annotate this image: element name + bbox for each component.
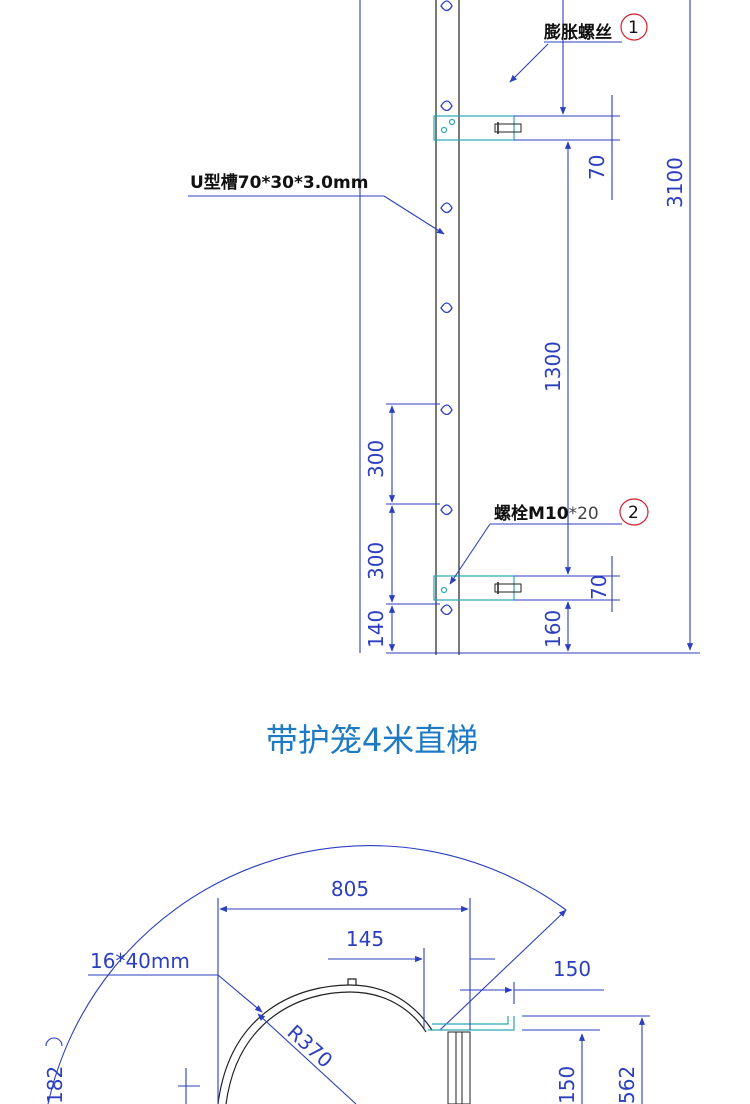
rail-hole	[440, 504, 453, 516]
dim-805: 805	[331, 877, 369, 901]
cage-hoop-inner	[225, 991, 427, 1104]
dim-562: 562	[615, 1066, 639, 1104]
rail-hole	[440, 302, 453, 314]
callout-number-1: 1	[628, 18, 639, 38]
dim-182: 182	[43, 1066, 67, 1104]
bolt-label: 螺栓M10*20	[494, 503, 599, 524]
dim-160: 160	[541, 610, 565, 648]
bolt-shape	[494, 583, 522, 593]
dim-300-upper: 300	[364, 440, 388, 478]
dim-150-top: 150	[553, 957, 591, 981]
plan-view: 805 145 150 16*40mm R370 150 562 182	[43, 845, 650, 1104]
cage-hoop	[217, 984, 433, 1104]
radius-line-r370	[257, 1013, 357, 1104]
bracket-hole	[440, 126, 448, 134]
rail-hole	[440, 202, 453, 214]
rail-hole	[440, 100, 453, 112]
channel-label: U型槽70*30*3.0mm	[190, 172, 368, 193]
rail-holes	[440, 0, 453, 616]
callout-expansion-bolt: 膨胀螺丝 1	[509, 13, 648, 83]
bracket-hole	[448, 118, 456, 126]
dim-70-bottom: 70	[587, 575, 611, 600]
section-title: 带护笼4米直梯	[266, 721, 478, 759]
plan-bracket-inner	[432, 1016, 509, 1025]
dim-300-lower: 300	[364, 542, 388, 580]
callout-bolt: 螺栓M10*20 2	[449, 498, 649, 585]
rail-hole	[440, 604, 453, 616]
rail-hole	[440, 0, 453, 12]
dim-70-top: 70	[585, 155, 609, 180]
callout-leader	[383, 195, 445, 235]
elevation-view: 70 3100 1300 300 300 140 70 160 膨胀螺丝	[188, 0, 700, 655]
radius-leader	[439, 909, 567, 1031]
dim-3100: 3100	[663, 157, 687, 208]
dim-145: 145	[346, 927, 384, 951]
lower-bracket-plate	[433, 575, 515, 601]
dim-r370: R370	[283, 1020, 338, 1073]
upper-bracket-plate	[433, 115, 515, 141]
rail-hole	[440, 404, 453, 416]
expansion-bolt-shape	[494, 123, 522, 133]
bracket-hole	[440, 586, 448, 594]
dim-16x40: 16*40mm	[90, 949, 190, 973]
callout-leader	[217, 974, 263, 1013]
dim-182-arc	[45, 1037, 63, 1047]
callout-number-2: 2	[628, 503, 639, 523]
callout-leader	[509, 43, 549, 83]
plan-bracket	[428, 1016, 515, 1031]
plan-rail	[447, 1031, 471, 1104]
cage-outer-arc	[47, 845, 567, 1104]
callout-number-circle-1	[620, 13, 648, 41]
lower-bracket	[433, 575, 522, 601]
expansion-bolt-label: 膨胀螺丝	[544, 22, 612, 43]
callout-number-circle-2	[619, 498, 649, 526]
callout-channel: U型槽70*30*3.0mm	[188, 172, 445, 235]
dim-140: 140	[364, 610, 388, 648]
upper-bracket	[433, 115, 522, 141]
callout-leader	[449, 523, 491, 585]
hoop-joint	[347, 978, 357, 985]
dim-1300: 1300	[541, 341, 565, 392]
dim-150-side: 150	[555, 1066, 579, 1104]
